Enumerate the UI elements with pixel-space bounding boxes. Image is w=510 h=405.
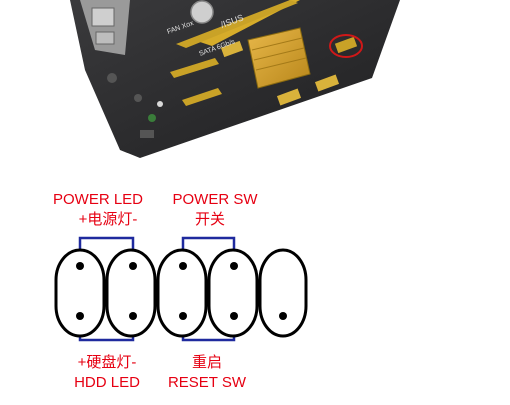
power-led-sub: +电源灯-: [79, 211, 138, 228]
sata-port: [220, 40, 244, 58]
io-port: [91, 7, 115, 27]
header-highlight-circle: [329, 34, 363, 58]
pin-dot: [230, 262, 238, 270]
pcie-x1-slot: [170, 58, 219, 78]
front-panel-header: [334, 36, 358, 54]
chipset-heatsink: [247, 27, 311, 89]
pin-oval-2: [105, 248, 157, 338]
pcie-x1-slot: [182, 88, 222, 106]
top-wires: [78, 236, 236, 262]
pin-dot: [179, 312, 187, 320]
hdd-led-sub: +硬盘灯-: [78, 353, 137, 371]
pin-oval-3: [156, 248, 208, 338]
pin-dot: [129, 312, 137, 320]
pin-dot: [279, 312, 287, 320]
pin-ovals: [54, 248, 308, 338]
pin-dot: [76, 262, 84, 270]
sata-port: [314, 74, 340, 92]
pin-dot: [129, 262, 137, 270]
power-sw-sub: 开关: [195, 211, 225, 228]
power-sw-title: POWER SW: [173, 191, 259, 208]
io-port: [95, 31, 115, 45]
pcie-x16-slot-inner: [176, 0, 298, 48]
pin-oval-4: [207, 248, 259, 338]
pin-dot: [76, 312, 84, 320]
pin-dot: [179, 262, 187, 270]
pin-oval-1: [54, 248, 106, 338]
pin-oval-5: [258, 248, 308, 338]
hdd-led-title: HDD LED: [74, 374, 140, 391]
reset-sub: 重启: [192, 354, 222, 371]
power-led-title: POWER LED: [53, 191, 143, 208]
pin-dots: [76, 262, 287, 320]
sata-port: [276, 88, 302, 106]
pin-dot: [230, 312, 238, 320]
motherboard-photo: /ISUS FAN Xox SATA 6Gb/s: [70, 0, 400, 158]
front-panel-wiring-diagram: POWER LED +电源灯- POWER SW 开关 +硬盘灯- HDD LE…: [53, 191, 308, 391]
cmos-battery: [190, 0, 214, 24]
reset-title: RESET SW: [168, 374, 247, 391]
